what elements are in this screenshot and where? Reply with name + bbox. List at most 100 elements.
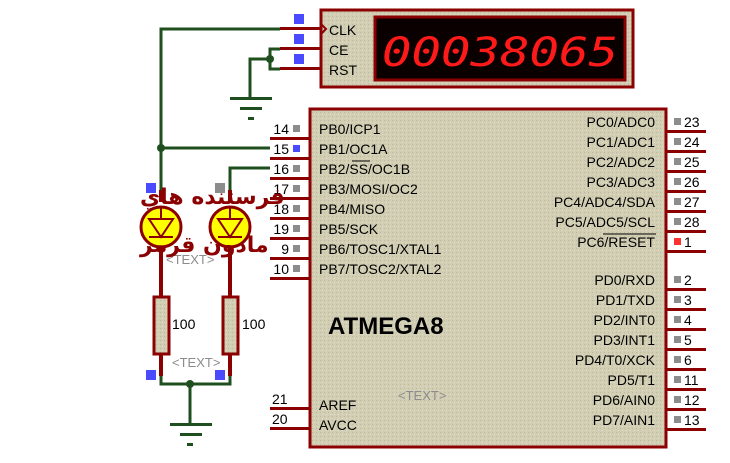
pin-4[interactable]: 4 PD2/INT0 [594,312,706,331]
pin-number: 4 [684,312,692,328]
pin-11[interactable]: 11 PD5/T1 [608,372,706,391]
pin-label: PB5/SCK [319,221,379,237]
logic-indicator [674,336,681,343]
pin-12[interactable]: 12 PD6/AIN0 [593,392,706,411]
logic-indicator [293,165,300,172]
pin-lead [666,210,706,213]
pin-lead [270,277,310,280]
wires [159,27,280,424]
pin-lead [270,197,310,200]
junction-gnd [186,380,194,388]
pin-lead [666,288,706,291]
pin-number: 10 [273,261,289,277]
right-pins: 23PC0/ADC024PC1/ADC125PC2/ADC226PC3/ADC3… [554,114,706,431]
pin-lead [666,308,706,311]
pin-label: PC2/ADC2 [587,154,656,170]
pin-lead [270,157,310,160]
pin-label: PB3/MOSI/OC2 [319,181,418,197]
pin-lead [666,328,706,331]
led-1[interactable] [139,183,183,297]
pin-number: 11 [684,372,699,388]
pin-lead [666,250,706,253]
wire-pb2-led2 [228,166,270,190]
pin-label: PD7/AIN1 [593,412,655,428]
ground-icon-bottom [170,423,212,446]
pin-5[interactable]: 5 PD3/INT1 [594,332,706,351]
wire-resistors-gnd [159,375,232,386]
logic-indicator [293,125,300,132]
pin-number: 24 [684,134,700,150]
logic-indicator-rst [294,54,304,64]
logic-indicator-r1 [146,370,156,380]
logic-indicator [674,158,681,165]
resistor-2[interactable]: 100 [215,295,266,380]
logic-indicator [293,145,300,152]
pin-label: PC6/RESET [577,234,655,250]
pin-label: PB7/TOSC2/XTAL2 [319,261,442,277]
pin-number: 12 [684,392,700,408]
pin-number: 28 [684,214,700,230]
led-2[interactable] [208,183,252,297]
logic-indicator [293,225,300,232]
resistor-1-body [152,295,171,356]
display-value: 00038065 [382,30,618,76]
logic-indicator-ce [294,34,304,44]
logic-indicator-clk [294,14,304,24]
pin-number: 16 [273,161,289,177]
logic-indicator-r2 [215,370,225,380]
resistor-1[interactable]: 100 [146,295,196,380]
pin-label: PD5/T1 [608,372,656,388]
pin-label: PB2/SS/OC1B [319,161,410,177]
counter-pin-ce: CE [329,42,348,58]
pin-lead [666,190,706,193]
resistor-text-placeholder: <TEXT> [172,355,220,370]
resistor-2-body [221,295,240,356]
pin-lead [270,237,310,240]
logic-indicator [674,296,681,303]
logic-indicator [674,416,681,423]
pin-label: PD3/INT1 [594,332,656,348]
counter-pin-rst: RST [329,62,357,78]
junction-ce [266,55,274,63]
pin-lead [666,170,706,173]
logic-indicator [293,185,300,192]
counter-timer[interactable]: CLK CE RST 00038065 [280,8,635,89]
resistor-1-value: 100 [172,316,196,332]
led-text-placeholder: <TEXT> [166,252,214,267]
pin-number: 27 [684,194,700,210]
annotation-line1: فرستنده هاي [140,185,285,210]
logic-indicator [674,218,681,225]
pin-number: 1 [684,234,692,250]
pin-1[interactable]: 1 PC6/RESET [577,233,706,253]
pin-number: 15 [273,141,289,157]
pin-label: PB1/OC1A [319,141,388,157]
ground-icon-top [230,97,272,120]
pin-label: PD2/INT0 [594,312,656,328]
pin-label: PD6/AIN0 [593,392,655,408]
pin-16[interactable]: 16 PB2/SS/OC1B [270,160,410,180]
pin-number: 5 [684,332,692,348]
pin-10[interactable]: 10 PB7/TOSC2/XTAL2 [270,261,442,280]
pin-15[interactable]: 15 PB1/OC1A [270,141,388,160]
pin-lead [666,348,706,351]
pin-lead [666,368,706,371]
